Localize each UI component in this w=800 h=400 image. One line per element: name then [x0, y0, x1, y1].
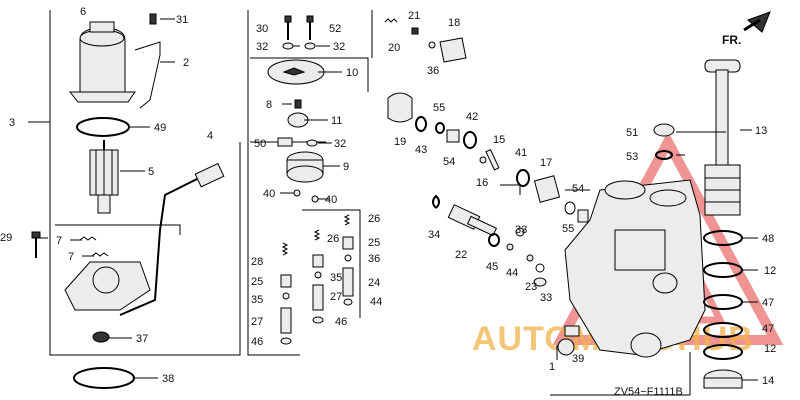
- callout-43: 43: [415, 144, 427, 156]
- callout-14: 14: [762, 375, 774, 387]
- callout-15: 15: [493, 134, 505, 146]
- leader-lines: [40, 18, 758, 381]
- callout-44-b: 44: [506, 267, 518, 279]
- callout-27-a: 27: [330, 291, 342, 303]
- callout-55-b: 55: [562, 223, 574, 235]
- callout-12-a: 12: [764, 265, 776, 277]
- callout-9: 9: [343, 161, 349, 173]
- callout-52: 52: [329, 23, 341, 35]
- callout-3: 3: [9, 117, 15, 129]
- callout-45: 45: [486, 261, 498, 273]
- callout-28: 28: [251, 256, 263, 268]
- callout-7-lower: 7: [68, 251, 74, 263]
- callout-36-b: 36: [427, 65, 439, 77]
- callout-40-b: 40: [325, 194, 337, 206]
- front-direction-arrow: FR.: [722, 11, 771, 47]
- tilt-cylinder-body: [533, 59, 743, 389]
- callout-48: 48: [762, 233, 774, 245]
- callout-51: 51: [626, 127, 638, 139]
- callout-24: 24: [368, 277, 380, 289]
- callout-2: 2: [183, 57, 189, 69]
- callout-17: 17: [540, 157, 552, 169]
- callout-4: 4: [207, 130, 213, 142]
- callout-42: 42: [466, 111, 478, 123]
- callout-33-a: 33: [515, 224, 527, 236]
- callout-25-b: 25: [251, 276, 263, 288]
- group-frames: [28, 10, 691, 396]
- callout-8: 8: [266, 99, 272, 111]
- callout-23: 23: [525, 281, 537, 293]
- callout-39: 39: [572, 353, 584, 365]
- callout-49: 49: [154, 122, 166, 134]
- callout-53: 53: [626, 151, 638, 163]
- callout-54-b: 54: [572, 183, 584, 195]
- callout-18: 18: [448, 17, 460, 29]
- callout-19: 19: [394, 136, 406, 148]
- callout-11: 11: [331, 115, 342, 127]
- callout-7-upper: 7: [56, 235, 62, 247]
- callout-32-c: 32: [334, 138, 346, 150]
- callout-40-a: 40: [263, 188, 275, 200]
- callout-33-b: 33: [540, 292, 552, 304]
- callout-1: 1: [549, 361, 555, 373]
- callout-35-a: 35: [330, 272, 342, 284]
- callout-31: 31: [176, 14, 188, 26]
- callout-54-a: 54: [443, 156, 455, 168]
- callout-6: 6: [80, 6, 86, 18]
- valve-assembly: [384, 18, 589, 273]
- callout-46-a: 46: [335, 316, 347, 328]
- diagram-code: ZV54−F1111B: [614, 386, 683, 398]
- callout-36: 36: [368, 253, 380, 265]
- callout-29: 29: [0, 232, 12, 244]
- callout-46-b: 46: [251, 336, 263, 348]
- callout-27-b: 27: [251, 316, 263, 328]
- callout-22: 22: [455, 249, 467, 261]
- callout-16: 16: [476, 177, 488, 189]
- callout-41: 41: [515, 147, 527, 159]
- callout-38: 38: [162, 373, 174, 385]
- callout-47-b: 47: [762, 323, 774, 335]
- callout-34: 34: [428, 229, 440, 241]
- callout-13: 13: [755, 125, 767, 137]
- motor-assembly: [31, 13, 225, 389]
- callout-21: 21: [408, 10, 420, 22]
- callout-30: 30: [256, 23, 268, 35]
- pump-assembly: [267, 15, 354, 345]
- callout-12-b: 12: [764, 343, 776, 355]
- callout-35-b: 35: [251, 294, 263, 306]
- callout-32-b: 32: [333, 41, 345, 53]
- callout-25-a: 25: [368, 237, 380, 249]
- callout-26-a: 26: [368, 213, 380, 225]
- callout-26-b: 26: [327, 233, 339, 245]
- callout-50: 50: [254, 138, 266, 150]
- callout-55-a: 55: [433, 102, 445, 114]
- callout-44-a: 44: [370, 296, 382, 308]
- callout-32-a: 32: [256, 41, 268, 53]
- callout-47-a: 47: [762, 297, 774, 309]
- callout-20: 20: [388, 42, 400, 54]
- direction-label: FR.: [722, 33, 741, 47]
- callout-37: 37: [136, 333, 148, 345]
- callout-labels: 6 31 2 3 49 4 5 29 7 7 37 38 30 52 32 32…: [0, 6, 776, 387]
- callout-5: 5: [148, 166, 154, 178]
- callout-10: 10: [346, 67, 358, 79]
